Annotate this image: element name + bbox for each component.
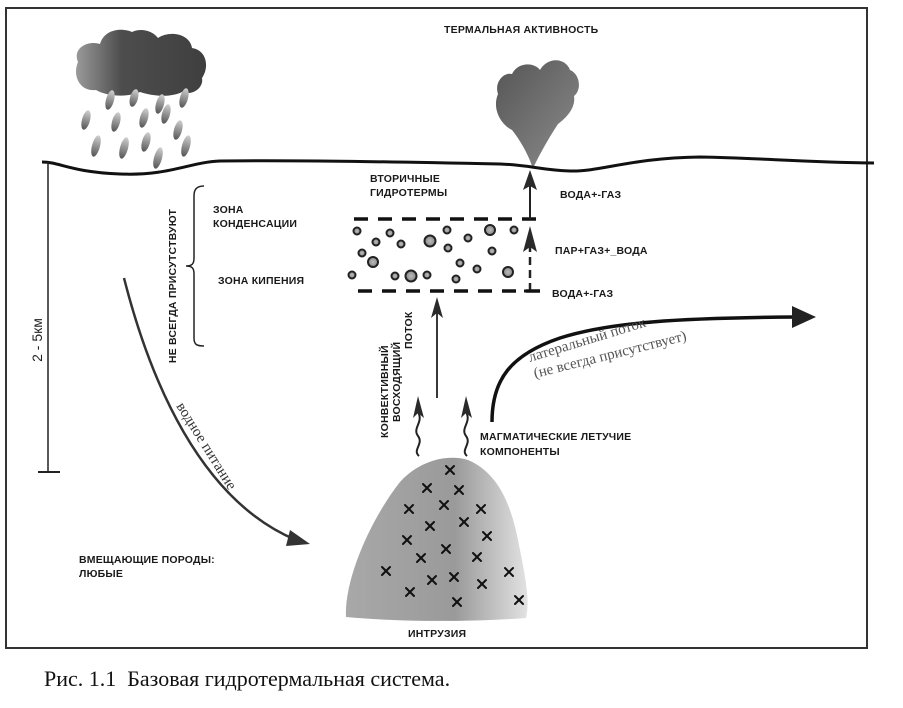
cross-mark-icon: [459, 517, 469, 527]
convective-upflow-arrow: [431, 297, 443, 398]
bubble-icon: [502, 266, 514, 278]
bubble-icon: [367, 256, 379, 268]
bubble-icon: [390, 271, 400, 281]
convective-label-3: ПОТОК: [403, 311, 415, 349]
magmatic-volatiles-label-1: МАГМАТИЧЕСКИЕ ЛЕТУЧИЕ: [480, 431, 631, 443]
bubble-icon: [404, 269, 418, 283]
bubble-icon: [371, 237, 381, 247]
bubble-icon: [484, 224, 496, 236]
water-gas-top-label: ВОДА+-ГАЗ: [560, 189, 622, 201]
water-gas-bottom-label: ВОДА+-ГАЗ: [552, 288, 614, 300]
water-recharge-arrow: [122, 277, 310, 546]
boiling-zone-box: [354, 217, 540, 293]
cross-mark-icon: [477, 579, 487, 589]
host-rocks-label-2: ЛЮБЫЕ: [79, 568, 123, 580]
cross-mark-icon: [422, 483, 432, 493]
arrow-right-icon: [792, 306, 816, 328]
bubble-icon: [352, 226, 362, 236]
thermal-activity-label: ТЕРМАЛЬНАЯ АКТИВНОСТЬ: [444, 24, 599, 36]
bubble-icon: [451, 274, 461, 284]
secondary-hydrotherms-label-2: ГИДРОТЕРМЫ: [370, 187, 447, 199]
bubbles: [347, 224, 519, 284]
upflow-arrows: [523, 170, 537, 293]
cross-mark-icon: [504, 567, 514, 577]
depth-scale: 2 - 5км: [29, 162, 60, 473]
bubble-icon: [347, 270, 357, 280]
bubble-icon: [422, 270, 432, 280]
arrow-up-icon: [461, 396, 472, 418]
convective-label-2: ВОСХОДЯЩИЙ: [390, 342, 403, 422]
host-rocks-label-1: ВМЕЩАЮЩИЕ ПОРОДЫ:: [79, 554, 215, 566]
ground-surface-line: [41, 155, 875, 176]
water-recharge-label: водное питание: [173, 400, 240, 494]
cross-mark-icon: [449, 572, 459, 582]
intrusion-body: [345, 457, 528, 621]
zones-brace: [185, 185, 205, 347]
depth-scale-label: 2 - 5км: [29, 318, 45, 362]
cross-mark-icon: [402, 535, 412, 545]
bubble-icon: [357, 248, 367, 258]
condensation-zone-label-2: КОНДЕНСАЦИИ: [213, 218, 297, 230]
cross-mark-icon: [416, 553, 426, 563]
cross-mark-icon: [427, 575, 437, 585]
bubble-icon: [463, 233, 473, 243]
cross-mark-icon: [514, 595, 524, 605]
cross-mark-icon: [472, 552, 482, 562]
figure-frame: [5, 7, 868, 649]
arrow-up-icon: [523, 170, 537, 190]
cross-mark-icon: [405, 587, 415, 597]
arrow-up-icon: [413, 396, 424, 418]
arrow-up-icon: [523, 226, 537, 252]
rain-drops: [81, 88, 191, 169]
bubble-icon: [423, 234, 437, 248]
bubble-icon: [385, 228, 395, 238]
arrow-up-icon: [431, 297, 443, 318]
boiling-zone-label: ЗОНА КИПЕНИЯ: [218, 275, 304, 287]
cross-mark-icon: [454, 485, 464, 495]
bubble-icon: [455, 258, 465, 268]
bubble-icon: [396, 239, 406, 249]
intrusion-label: ИНТРУЗИЯ: [408, 628, 466, 640]
cross-mark-icon: [441, 544, 451, 554]
cross-mark-icon: [445, 465, 455, 475]
cross-mark-icon: [439, 500, 449, 510]
steam-plume-icon: [495, 60, 579, 166]
bubble-icon: [509, 225, 519, 235]
intrusion-crosses: [381, 465, 524, 607]
cross-mark-icon: [452, 597, 462, 607]
cross-mark-icon: [425, 521, 435, 531]
bubble-icon: [442, 225, 452, 235]
arrow-down-right-icon: [286, 530, 310, 546]
convective-upflow-label: КОНВЕКТИВНЫЙ ВОСХОДЯЩИЙ ПОТОК: [378, 311, 415, 438]
steam-gas-water-label: ПАР+ГАЗ+_ВОДА: [555, 245, 648, 257]
bubble-icon: [443, 243, 453, 253]
bubble-icon: [487, 246, 497, 256]
magmatic-volatiles-arrows: [413, 396, 472, 457]
convective-label-1: КОНВЕКТИВНЫЙ: [378, 345, 391, 438]
condensation-zone-label-1: ЗОНА: [213, 204, 244, 216]
bubble-icon: [472, 264, 482, 274]
cross-mark-icon: [482, 531, 492, 541]
rain-cloud-icon: [76, 29, 207, 169]
lateral-flow-arrow: [490, 306, 816, 423]
not-always-present-label: НЕ ВСЕГДА ПРИСУТСТВУЮТ: [167, 208, 179, 363]
cross-mark-icon: [381, 566, 391, 576]
cross-mark-icon: [404, 504, 414, 514]
secondary-hydrotherms-label-1: ВТОРИЧНЫЕ: [370, 173, 440, 185]
cross-mark-icon: [476, 504, 486, 514]
magmatic-volatiles-label-2: КОМПОНЕНТЫ: [480, 446, 560, 458]
figure-caption: Рис. 1.1 Базовая гидротермальная система…: [44, 666, 451, 691]
